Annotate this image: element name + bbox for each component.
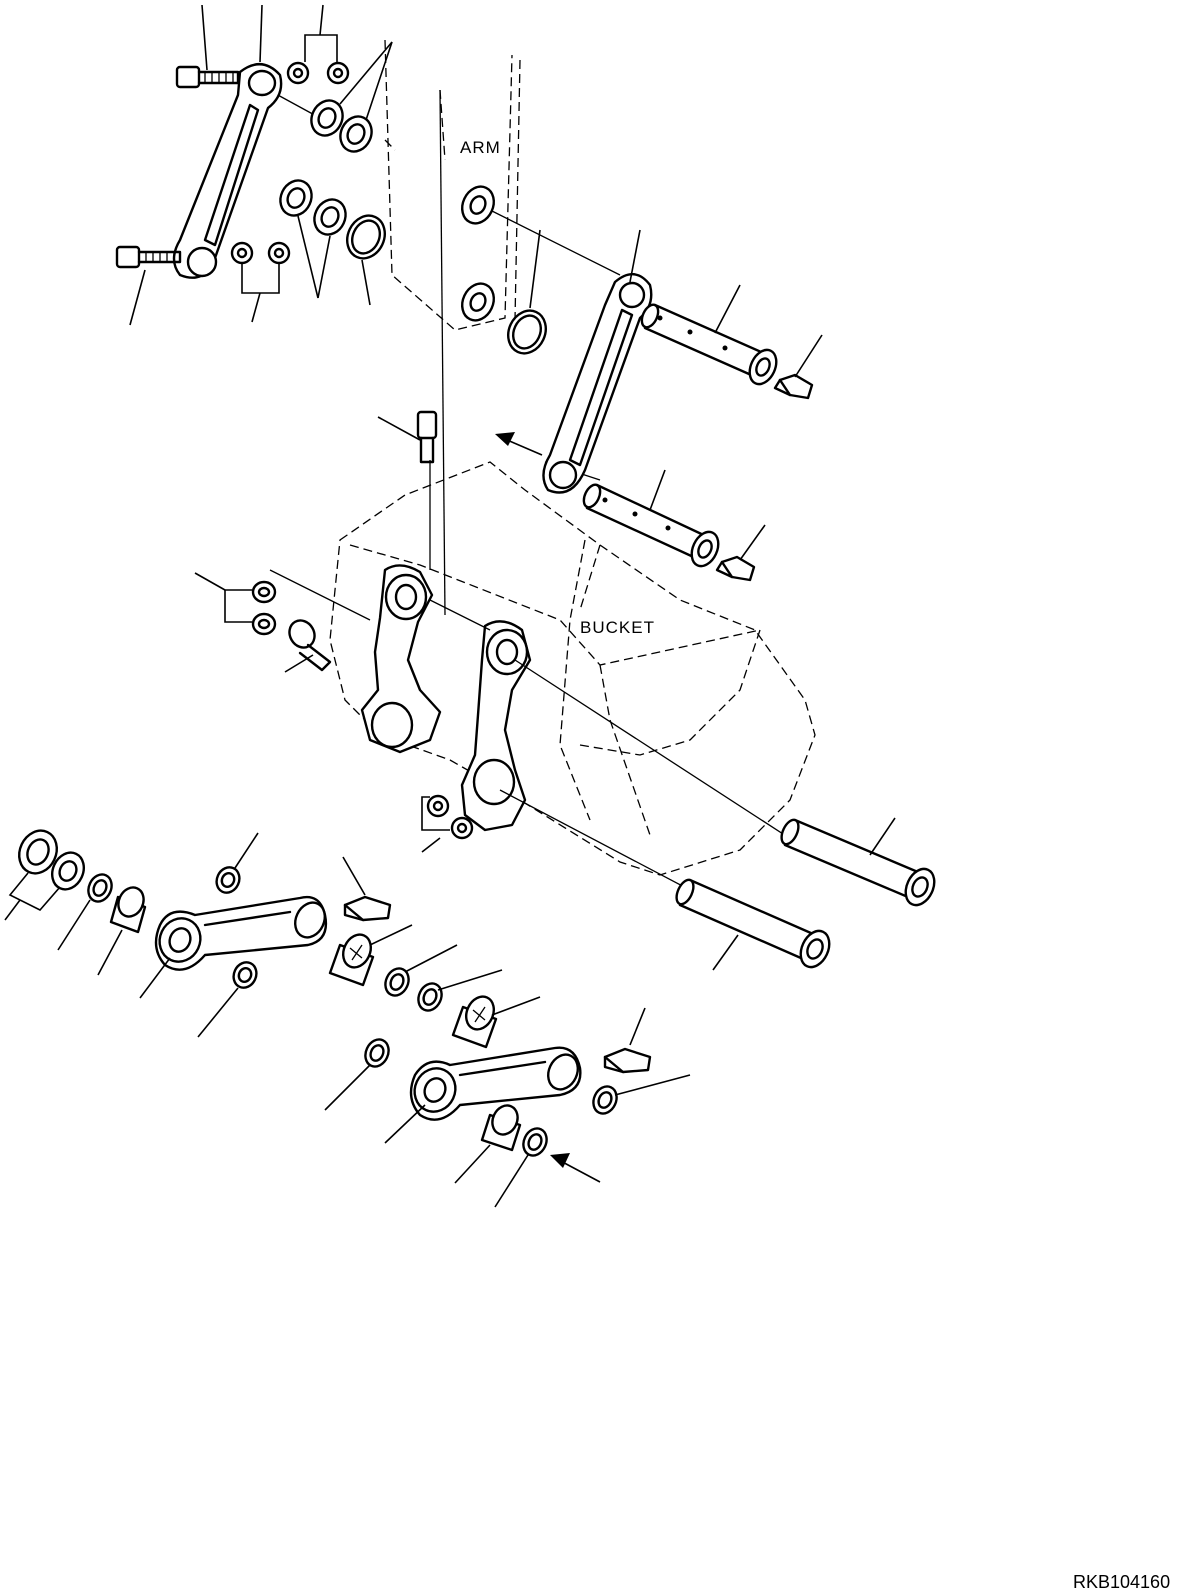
seal-ring-5 xyxy=(522,1127,548,1157)
upper-link-right xyxy=(542,273,653,494)
bushing-center xyxy=(328,933,375,987)
arrow-left-upper xyxy=(495,432,543,456)
bucket-outline xyxy=(329,461,816,876)
arrow-left-lower xyxy=(550,1153,601,1183)
grease-fitting-lower-left xyxy=(343,895,392,922)
arm-label: ARM xyxy=(460,138,501,157)
nuts-bucket xyxy=(426,794,474,840)
bucket-label: BUCKET xyxy=(580,618,655,637)
bushing-lower-right xyxy=(480,1104,522,1152)
nuts-top xyxy=(286,61,350,85)
o-ring-arm xyxy=(507,309,547,355)
lower-link-right xyxy=(409,1046,582,1121)
nuts-mid xyxy=(230,241,291,265)
pin-lower-long xyxy=(780,818,936,907)
seal-ring-1 xyxy=(215,866,241,894)
bucket-link-bracket-left xyxy=(360,564,442,754)
arm-outline xyxy=(384,39,521,331)
arm-shims xyxy=(461,185,495,322)
shims-middle xyxy=(279,179,347,236)
bolt-top-left xyxy=(175,65,240,89)
seal-lower-left xyxy=(87,873,113,903)
pin-middle xyxy=(582,483,720,568)
grease-fitting-upper xyxy=(773,373,814,400)
seal-ring-2 xyxy=(232,961,258,989)
upper-link-left xyxy=(172,63,283,279)
seals-center xyxy=(384,967,443,1012)
seal-ring-3 xyxy=(364,1038,390,1068)
washers-lower-left xyxy=(18,829,85,891)
grease-fitting-middle xyxy=(715,555,756,582)
shims-upper xyxy=(310,99,373,153)
drawing-code: RKB104160 xyxy=(1073,1572,1170,1592)
o-ring-left xyxy=(346,214,386,260)
collars-left xyxy=(251,580,277,636)
bushing-lower-left xyxy=(109,886,147,934)
bolt-mid-left xyxy=(115,245,182,269)
bucket-link-bracket-right xyxy=(460,620,532,832)
seal-ring-4 xyxy=(592,1085,618,1115)
bushing-lower-center xyxy=(451,995,498,1049)
leader-lines xyxy=(4,4,896,1208)
pin-lower xyxy=(675,878,831,969)
grease-fitting-lower-right xyxy=(603,1047,652,1074)
lower-link-left xyxy=(154,895,328,971)
pin-upper xyxy=(640,303,778,386)
bolt-diagonal xyxy=(288,619,332,672)
bolt-vertical xyxy=(416,410,438,464)
